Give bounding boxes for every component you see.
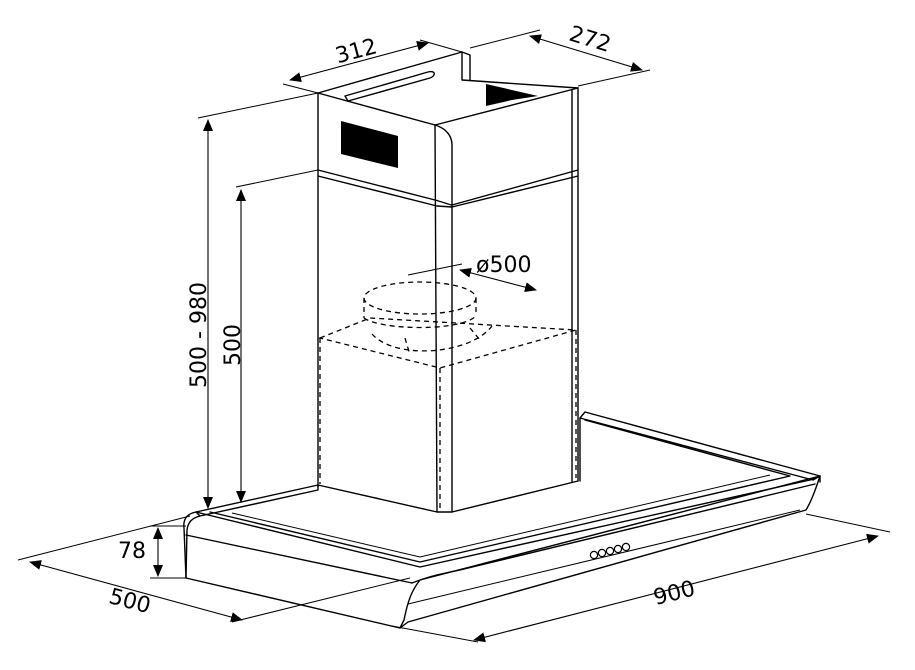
dim-hood-width: 900	[391, 513, 891, 643]
dim-label-900: 900	[651, 576, 698, 610]
control-panel	[589, 542, 631, 560]
dim-label-312: 312	[333, 34, 380, 69]
control-button-4[interactable]	[613, 544, 623, 554]
canopy-body	[183, 411, 821, 629]
dim-label-500-height: 500	[221, 324, 246, 366]
dim-label-diameter: ø500	[476, 253, 531, 278]
vent-slot-left	[341, 121, 398, 168]
dim-chimney-width: 312	[282, 34, 463, 94]
dim-chimney-height: 500	[221, 169, 319, 503]
hidden-motor-housing	[317, 281, 577, 510]
chimney	[317, 51, 579, 513]
dim-label-78: 78	[118, 539, 146, 564]
control-button-5[interactable]	[621, 542, 631, 552]
dim-duct-diameter: ø500	[407, 253, 537, 293]
dim-total-height: 500 - 980	[187, 92, 319, 509]
control-button-3[interactable]	[605, 546, 615, 556]
control-button-1[interactable]	[589, 550, 599, 560]
dim-chimney-depth: 272	[469, 22, 651, 87]
control-button-2[interactable]	[597, 548, 607, 558]
dim-hood-depth: 500	[17, 515, 411, 623]
dim-label-500-depth: 500	[106, 584, 153, 619]
dim-canopy-thickness: 78	[118, 525, 186, 579]
dim-label-272: 272	[566, 22, 613, 58]
dim-label-500-980: 500 - 980	[187, 282, 212, 388]
vent-slot-right	[486, 84, 538, 106]
